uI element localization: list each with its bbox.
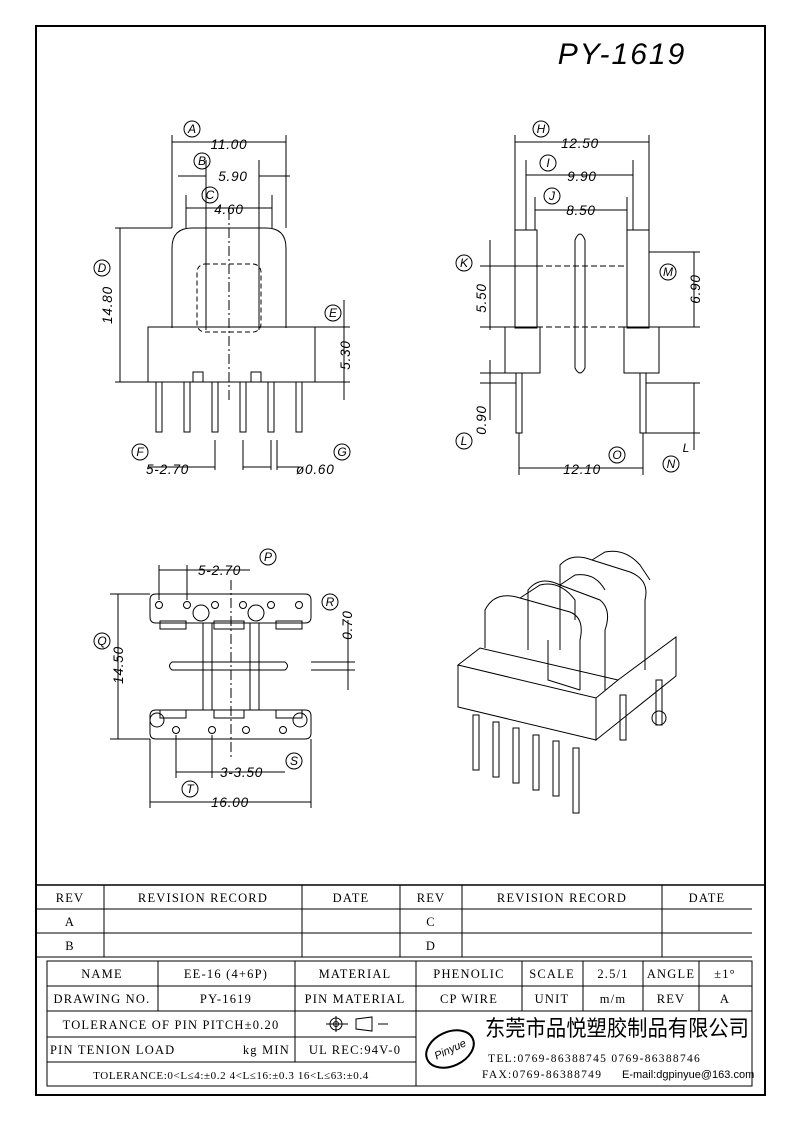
label-g: G <box>337 445 346 459</box>
label-l: L <box>461 434 468 448</box>
dim-5-90: 5.90 <box>218 169 247 184</box>
dim-12-10: 12.10 <box>563 462 601 477</box>
ul-rec: UL REC:94V-0 <box>309 1043 401 1057</box>
label-e: E <box>329 306 338 320</box>
logo-ring <box>425 1029 475 1069</box>
label-s: S <box>290 754 298 768</box>
label-m: M <box>663 265 673 279</box>
unit-value: m/m <box>600 992 627 1006</box>
revision-record-header-left: REVISION RECORD <box>138 891 268 905</box>
sheet-border <box>35 25 766 1096</box>
general-tolerance: TOLERANCE:0<L≤4:±0.2 4<L≤16:±0.3 16<L≤63… <box>93 1070 369 1082</box>
isometric-view <box>456 550 677 814</box>
front-view <box>115 135 350 470</box>
dim-bottom-5-2-70: 5-2.70 <box>198 563 241 578</box>
company-name: 东莞市品悦塑胶制品有限公司 <box>485 1017 749 1042</box>
company-fax: FAX:0769-86388749 <box>482 1069 602 1081</box>
dim-9-90: 9.90 <box>567 169 596 184</box>
dim-pin-dia: ø0.60 <box>296 462 335 477</box>
label-j: J <box>548 189 556 203</box>
dim-5-50: 5.50 <box>474 283 489 312</box>
dim-12-50: 12.50 <box>561 136 599 151</box>
label-k: K <box>460 256 469 270</box>
drawing-title: PY-1619 <box>558 38 687 71</box>
angle-value: ±1° <box>714 967 736 981</box>
revision-record-header-right: REVISION RECORD <box>497 891 627 905</box>
dim-0-90: 0.90 <box>474 405 489 434</box>
dim-8-50: 8.50 <box>566 203 595 218</box>
dim-0-70: 0.70 <box>340 610 355 639</box>
scale-value: 2.5/1 <box>597 967 628 981</box>
dim-5-2-70: 5-2.70 <box>146 462 189 477</box>
label-i: I <box>546 156 550 170</box>
rev-row-c: C <box>426 915 436 929</box>
dim-14-80: 14.80 <box>100 286 115 324</box>
label-f: F <box>136 445 144 459</box>
title-block <box>36 884 765 1087</box>
label-c: C <box>206 188 215 202</box>
rev-value: A <box>720 992 730 1006</box>
label-a: A <box>187 122 196 136</box>
pin-material-label: PIN MATERIAL <box>305 992 406 1006</box>
drawing-no-value: PY-1619 <box>200 992 252 1006</box>
label-o: O <box>612 448 621 462</box>
side-view <box>480 135 700 475</box>
angle-label: ANGLE <box>647 967 695 981</box>
pin-material-value: CP WIRE <box>440 992 498 1006</box>
label-b: B <box>198 154 206 168</box>
label-q: Q <box>97 634 106 648</box>
rev-row-a: A <box>65 915 75 929</box>
name-label: NAME <box>81 967 123 981</box>
dim-5-30: 5.30 <box>338 340 353 369</box>
dim-14-50: 14.50 <box>111 646 126 684</box>
company-tel: TEL:0769-86388745 0769-86388746 <box>488 1053 701 1065</box>
label-l-sub: L <box>683 441 690 455</box>
material-label: MATERIAL <box>319 967 392 981</box>
dim-4-60: 4.60 <box>214 202 243 217</box>
label-r: R <box>326 595 335 609</box>
dim-6-90: 6.90 <box>688 274 703 303</box>
scale-label: SCALE <box>529 967 575 981</box>
company-logo: Pinyue <box>433 1037 469 1062</box>
rev-header-right: REV <box>417 891 446 905</box>
tolerance-pin-pitch: TOLERANCE OF PIN PITCH±0.20 <box>63 1018 280 1032</box>
rev-header-left: REV <box>56 891 85 905</box>
rev-row-b: B <box>65 939 75 953</box>
date-header-right: DATE <box>689 891 726 905</box>
dim-3-3-50: 3-3.50 <box>220 765 263 780</box>
material-value: PHENOLIC <box>433 967 504 981</box>
rev-row-d: D <box>426 939 436 953</box>
label-p: P <box>264 550 272 564</box>
label-d: D <box>98 261 107 275</box>
date-header-left: DATE <box>333 891 370 905</box>
name-value: EE-16 (4+6P) <box>184 967 268 981</box>
pin-tension-unit: kg MIN <box>243 1043 290 1057</box>
rev-label: REV <box>657 992 686 1006</box>
label-h: H <box>537 122 546 136</box>
unit-label: UNIT <box>535 992 570 1006</box>
drawing-no-label: DRAWING NO. <box>54 992 151 1006</box>
dim-16-00: 16.00 <box>211 795 249 810</box>
bottom-view <box>110 565 355 808</box>
label-n: N <box>667 457 676 471</box>
dim-11-00: 11.00 <box>211 137 248 152</box>
company-email: E-mail:dgpinyue@163.com <box>622 1069 754 1081</box>
label-t: T <box>186 782 195 796</box>
pin-tension-label: PIN TENION LOAD <box>50 1043 175 1057</box>
